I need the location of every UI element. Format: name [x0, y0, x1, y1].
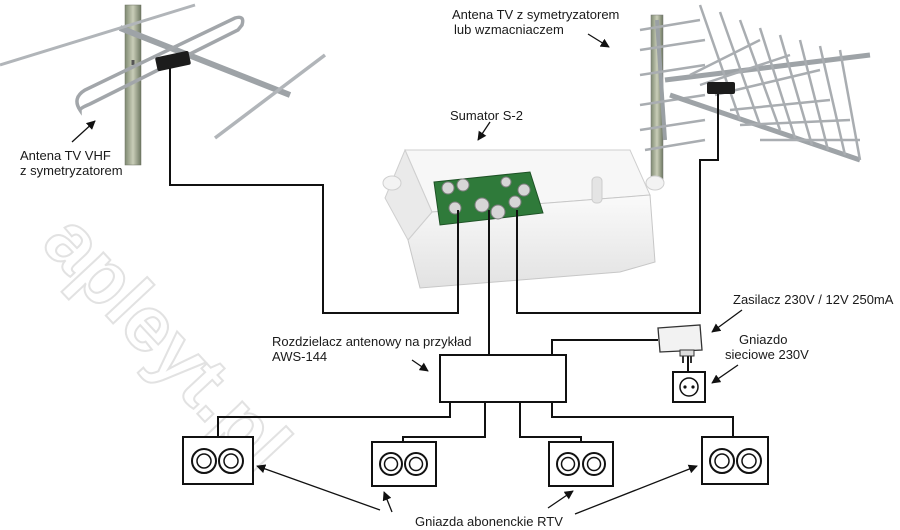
splitter-label: Rozdzielacz antenowy na przykład AWS-144 [272, 334, 471, 364]
vhf-antenna-label-line-1: Antena TV VHF [20, 148, 111, 163]
subscriber-socket-1 [182, 436, 254, 485]
uhf-antenna-label: Antena TV z symetryzatorem lub wzmacniac… [452, 7, 619, 37]
uhf-antenna-label-line-1: Antena TV z symetryzatorem [452, 7, 620, 22]
combiner-label: Sumator S-2 [450, 108, 523, 123]
splitter-box [439, 354, 567, 403]
subscriber-socket-3 [548, 441, 614, 487]
watermark: apleyt.pl [28, 197, 308, 488]
combiner-enclosure [382, 148, 665, 289]
power-supply [657, 324, 703, 363]
power-socket [672, 371, 706, 403]
vhf-antenna [0, 3, 327, 166]
power-socket-label: Gniazdo sieciowe 230V [725, 332, 809, 362]
power-socket-label-line-2: sieciowe 230V [725, 347, 809, 362]
splitter-label-line-1: Rozdzielacz antenowy na przykład [272, 334, 472, 349]
subscriber-socket-2 [371, 441, 437, 487]
vhf-antenna-label: Antena TV VHF z symetryzatorem [20, 148, 123, 178]
power-socket-label-line-1: Gniazdo [739, 332, 788, 347]
splitter-label-line-2: AWS-144 [272, 349, 328, 364]
uhf-antenna-label-line-2: lub wzmacniaczem [454, 22, 564, 37]
power-supply-label: Zasilacz 230V / 12V 250mA [733, 292, 894, 307]
pointer-arrows [71, 33, 743, 515]
subscriber-socket-4 [701, 436, 769, 485]
subscriber-sockets-label: Gniazda abonenckie RTV [415, 514, 563, 529]
wiring [169, 68, 734, 442]
vhf-antenna-label-line-2: z symetryzatorem [20, 163, 123, 178]
uhf-antenna [639, 4, 871, 181]
